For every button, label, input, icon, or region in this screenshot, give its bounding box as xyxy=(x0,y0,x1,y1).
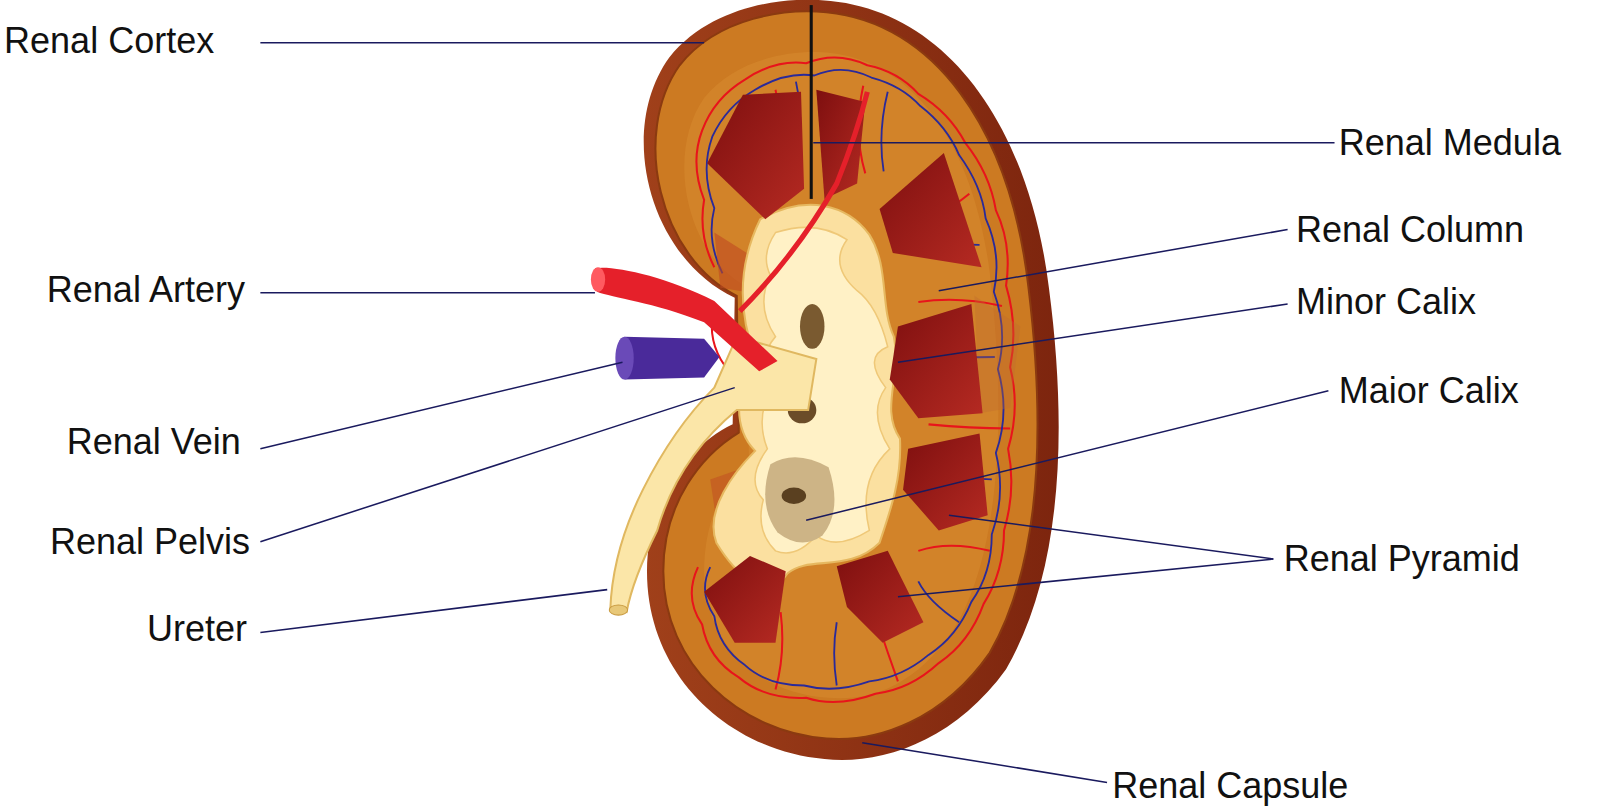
label-holder: Renal Pyramid xyxy=(1284,538,1520,580)
renal-pyramid xyxy=(704,556,786,643)
leader-lines xyxy=(260,43,1334,783)
calix-opening xyxy=(782,488,806,504)
renal-vein-end xyxy=(615,337,633,380)
renal-pyramid xyxy=(837,551,924,643)
part-label: Minor Calix xyxy=(1296,281,1476,322)
part-label: Renal Artery xyxy=(47,269,245,310)
renal-cortex xyxy=(655,11,1037,739)
back-pyramid xyxy=(974,296,1020,413)
renal-pyramid xyxy=(816,90,865,199)
renal-artery-end xyxy=(591,267,605,291)
label-holder: Renal Vein xyxy=(67,421,241,463)
label-holder: Minor Calix xyxy=(1296,281,1476,323)
major-calix xyxy=(765,457,834,542)
ureter-end xyxy=(609,605,627,615)
label-holder: Maior Calix xyxy=(1339,370,1519,412)
label-holder: Renal Medula xyxy=(1339,122,1561,164)
label-holder: Renal Cortex xyxy=(4,20,214,62)
depth-marker xyxy=(810,5,813,199)
label-holder: Renal Capsule xyxy=(1112,765,1348,807)
calix-opening xyxy=(800,304,824,349)
part-label: Ureter xyxy=(147,608,247,649)
part-label: Renal Column xyxy=(1296,209,1524,250)
artery-branch xyxy=(740,92,868,311)
label-holder: Renal Pelvis xyxy=(50,521,250,563)
part-label: Renal Pelvis xyxy=(50,521,250,562)
renal-vein xyxy=(625,337,720,380)
renal-pyramid xyxy=(707,92,804,220)
renal-pyramid xyxy=(903,434,988,531)
renal-pelvis xyxy=(610,337,816,612)
part-label: Renal Pyramid xyxy=(1284,538,1520,579)
label-holder: Ureter xyxy=(147,608,247,650)
part-label: Renal Cortex xyxy=(4,20,214,61)
part-label: Renal Medula xyxy=(1339,122,1561,163)
part-label: Maior Calix xyxy=(1339,370,1519,411)
part-label: Renal Vein xyxy=(67,421,241,462)
part-label: Renal Capsule xyxy=(1112,765,1348,806)
renal-pyramid xyxy=(880,153,982,267)
renal-artery xyxy=(595,268,778,372)
label-holder: Renal Column xyxy=(1296,209,1524,251)
label-holder: Renal Artery xyxy=(47,269,245,311)
renal-capsule xyxy=(644,0,1059,760)
